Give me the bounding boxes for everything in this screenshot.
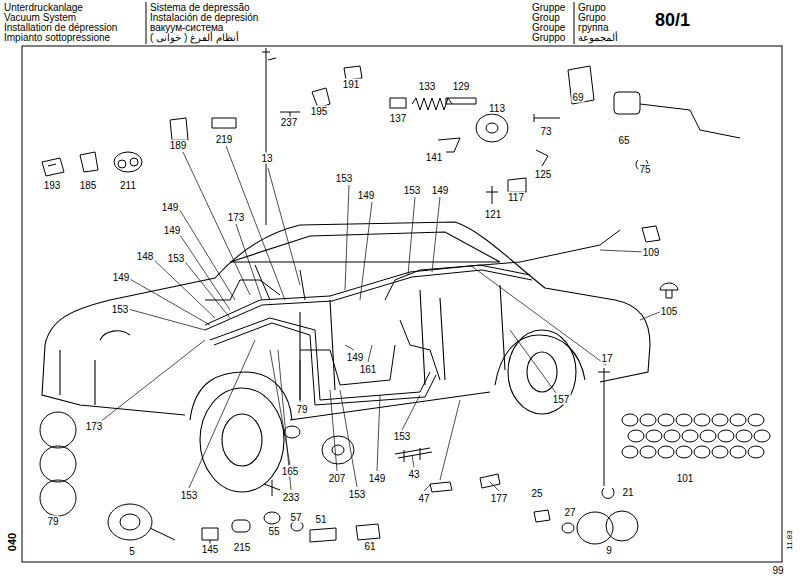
callout-number: 153 bbox=[403, 185, 422, 196]
callout-number: 237 bbox=[280, 117, 299, 128]
callout-number: 153 bbox=[180, 490, 199, 501]
callout-number: 55 bbox=[267, 526, 280, 537]
group-heading: ألمجموعة bbox=[578, 33, 618, 43]
callout-number: 9 bbox=[605, 545, 613, 556]
callout-number: 161 bbox=[359, 364, 378, 375]
callout-number: 51 bbox=[314, 514, 327, 525]
callout-number: 79 bbox=[46, 516, 59, 527]
callout-number: 61 bbox=[363, 541, 376, 552]
callout-number: 109 bbox=[642, 247, 661, 258]
callout-number: 153 bbox=[335, 173, 354, 184]
callout-number: 105 bbox=[660, 306, 679, 317]
group-number: 80/1 bbox=[655, 11, 690, 29]
header-text: Vacuum System bbox=[4, 13, 76, 23]
callout-number: 149 bbox=[163, 225, 182, 236]
callout-number: 149 bbox=[112, 272, 131, 283]
callout-number: 141 bbox=[425, 152, 444, 163]
callout-number: 211 bbox=[119, 180, 137, 191]
callout-number: 149 bbox=[346, 352, 365, 363]
header-text: Installation de dépression bbox=[4, 23, 117, 33]
callout-number: 113 bbox=[488, 103, 506, 114]
callout-number: 79 bbox=[295, 404, 308, 415]
callout-number: 153 bbox=[111, 304, 130, 315]
callout-number: 149 bbox=[161, 202, 180, 213]
callout-number: 153 bbox=[393, 431, 412, 442]
callout-number: 27 bbox=[563, 507, 576, 518]
callout-number: 13 bbox=[260, 153, 273, 164]
callout-number: 191 bbox=[342, 79, 361, 90]
callout-number: 173 bbox=[85, 421, 104, 432]
group-heading: Grupo bbox=[578, 13, 606, 23]
frame bbox=[22, 46, 782, 562]
callout-number: 129 bbox=[452, 81, 471, 92]
header-text: أنظام ألفرغ ( خوانى ) bbox=[150, 33, 239, 43]
callout-number: 121 bbox=[484, 209, 503, 220]
header-text: Instalación de depresión bbox=[150, 13, 258, 23]
callout-number: 57 bbox=[289, 512, 302, 523]
group-heading: группа bbox=[578, 23, 609, 33]
callout-number: 149 bbox=[368, 473, 387, 484]
callout-number: 5 bbox=[128, 546, 136, 557]
callout-number: 149 bbox=[431, 185, 450, 196]
callout-number: 215 bbox=[233, 542, 252, 553]
callout-number: 153 bbox=[167, 253, 186, 264]
callout-number: 43 bbox=[407, 469, 420, 480]
callout-number: 117 bbox=[507, 192, 525, 203]
callout-number: 193 bbox=[43, 180, 62, 191]
callout-number: 207 bbox=[328, 473, 347, 484]
callout-number: 219 bbox=[215, 134, 234, 145]
page-code: 040 bbox=[7, 533, 18, 551]
callout-number: 137 bbox=[389, 113, 408, 124]
callout-number: 189 bbox=[169, 140, 188, 151]
group-heading: Group bbox=[532, 13, 560, 23]
callout-number: 101 bbox=[676, 473, 695, 484]
callout-number: 145 bbox=[201, 544, 220, 555]
callout-number: 177 bbox=[490, 493, 509, 504]
vacuum-lines bbox=[205, 230, 620, 405]
date-code: 11.83 bbox=[784, 530, 795, 549]
callout-number: 153 bbox=[348, 489, 367, 500]
header-text: Sistema de depressão bbox=[150, 3, 250, 13]
header-text: Unterdruckanlage bbox=[4, 3, 83, 13]
callout-number: 133 bbox=[418, 81, 437, 92]
column-rule bbox=[146, 2, 147, 44]
callout-number: 17 bbox=[600, 353, 613, 364]
leader-lines bbox=[100, 146, 662, 491]
callout-number: 165 bbox=[281, 466, 300, 477]
callout-number: 173 bbox=[227, 212, 246, 223]
callout-number: 233 bbox=[282, 492, 301, 503]
parts-sketches bbox=[40, 48, 770, 548]
callout-number: 75 bbox=[638, 164, 651, 175]
callout-number: 125 bbox=[534, 169, 553, 180]
group-heading: Gruppo bbox=[532, 33, 565, 43]
group-heading: Gruppe bbox=[532, 3, 565, 13]
header-text: Impianto sottopressione bbox=[4, 33, 110, 43]
callout-number: 157 bbox=[552, 394, 571, 405]
callout-number: 69 bbox=[571, 92, 584, 103]
header-text: вакуум-система bbox=[150, 23, 223, 33]
callout-number: 195 bbox=[310, 106, 329, 117]
callout-number: 21 bbox=[621, 487, 634, 498]
callout-number: 148 bbox=[136, 251, 155, 262]
callout-number: 73 bbox=[539, 126, 552, 137]
page-number: 99 bbox=[772, 565, 783, 576]
group-heading: Groupe bbox=[532, 23, 565, 33]
callout-number: 47 bbox=[417, 493, 430, 504]
callout-number: 185 bbox=[79, 180, 98, 191]
column-rule bbox=[574, 2, 575, 44]
group-heading: Grupo bbox=[578, 3, 606, 13]
callout-number: 25 bbox=[530, 488, 543, 499]
callout-number: 149 bbox=[357, 190, 376, 201]
callout-number: 65 bbox=[617, 135, 630, 146]
hose-bundle bbox=[622, 414, 770, 458]
